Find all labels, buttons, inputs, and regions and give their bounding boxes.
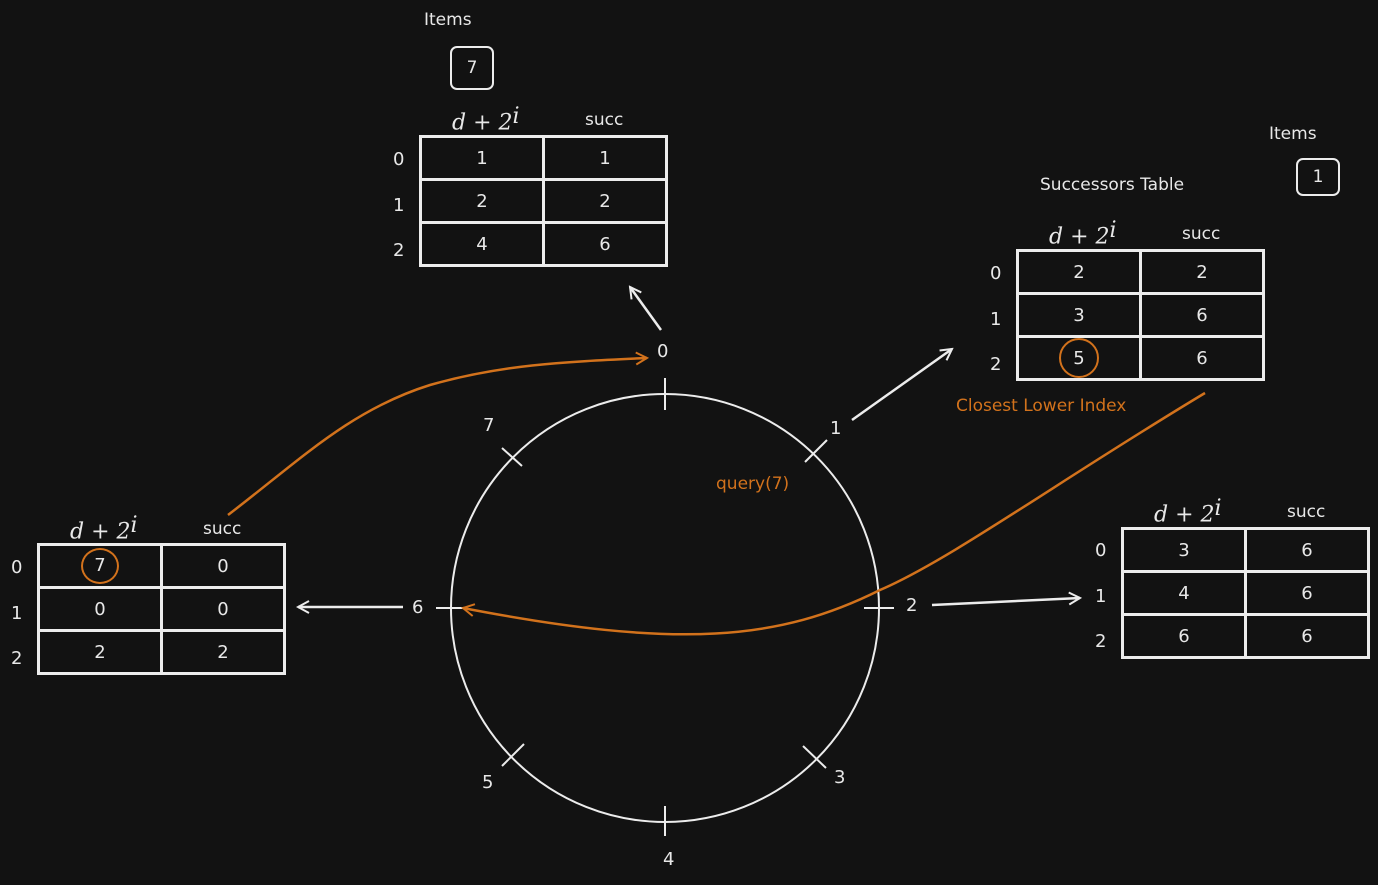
table-cell-highlighted: 5 (1016, 335, 1142, 381)
table-cell: 6 (1139, 292, 1265, 338)
ring-label-1: 1 (830, 418, 842, 439)
node1-row-index-1: 1 (990, 309, 1002, 330)
node6-row-index-1: 1 (11, 603, 23, 624)
table-cell: 2 (37, 629, 163, 675)
node0-row-index-0: 0 (393, 149, 405, 170)
ring-label-6: 6 (412, 597, 424, 618)
table-cell: 6 (1244, 527, 1370, 573)
ring-tick-7 (501, 447, 523, 467)
table-cell: 6 (1121, 613, 1247, 659)
query-key-highlight: 7 (81, 548, 119, 584)
table-cell: 2 (1139, 249, 1265, 295)
ring-tick-1 (804, 439, 828, 463)
table-cell: 1 (542, 135, 668, 181)
closest-lower-index-highlight: 5 (1059, 338, 1099, 378)
table-cell: 2 (1016, 249, 1142, 295)
node1-items-label: Items (1269, 124, 1317, 144)
table-cell-highlighted: 7 (37, 543, 163, 589)
table-cell: 6 (1244, 613, 1370, 659)
table-cell: 6 (1244, 570, 1370, 616)
node0-items-value: 7 (466, 58, 478, 78)
query-path-to-node0 (227, 358, 647, 516)
table-cell: 0 (37, 586, 163, 632)
ring-tick-5 (501, 743, 525, 767)
node0-row-index-2: 2 (393, 240, 405, 261)
ring-label-5: 5 (482, 772, 494, 793)
node1-row-index-0: 0 (990, 263, 1002, 284)
table-cell: 0 (160, 543, 286, 589)
arrow-node1-table (851, 349, 952, 422)
table-cell: 4 (419, 221, 545, 267)
node1-items-value: 1 (1312, 167, 1324, 187)
node6-row-index-0: 0 (11, 557, 23, 578)
node0-row-index-1: 1 (393, 195, 405, 216)
node6-row-index-2: 2 (11, 648, 23, 669)
node2-row-index-2: 2 (1095, 631, 1107, 652)
node6-header-succ: succ (203, 519, 242, 539)
table-cell: 2 (542, 178, 668, 224)
table-cell: 1 (419, 135, 545, 181)
arrow-node2-table (931, 598, 1080, 607)
node6-header-formula: d + 2i (70, 513, 138, 545)
node1-header-succ: succ (1182, 224, 1221, 244)
node1-header-formula: d + 2i (1049, 218, 1117, 250)
table-cell: 0 (160, 586, 286, 632)
node2-row-index-1: 1 (1095, 586, 1107, 607)
table-cell: 4 (1121, 570, 1247, 616)
query-label: query(7) (716, 474, 790, 494)
ring-label-3: 3 (834, 767, 846, 788)
table-cell: 6 (1139, 335, 1265, 381)
table-cell: 6 (542, 221, 668, 267)
ring-label-7: 7 (483, 415, 495, 436)
table-cell: 2 (419, 178, 545, 224)
node2-row-index-0: 0 (1095, 540, 1107, 561)
table-row: 7 0 (37, 543, 286, 589)
table-cell: 3 (1016, 292, 1142, 338)
ring-tick-3 (802, 745, 827, 769)
node0-items-box: 7 (450, 46, 494, 90)
node0-header-formula: d + 2i (452, 104, 520, 136)
ring-label-2: 2 (906, 595, 918, 616)
arrow-node0-table (630, 287, 663, 331)
table-row: 5 6 (1016, 335, 1265, 381)
node0-items-label: Items (424, 10, 472, 30)
query-path-to-node6 (463, 391, 1206, 636)
node1-items-box: 1 (1296, 158, 1340, 196)
table-cell: 3 (1121, 527, 1247, 573)
node1-row-index-2: 2 (990, 354, 1002, 375)
node2-header-formula: d + 2i (1154, 496, 1222, 528)
node2-header-succ: succ (1287, 502, 1326, 522)
node0-header-succ: succ (585, 110, 624, 130)
ring-label-4: 4 (663, 849, 675, 870)
closest-lower-index-label: Closest Lower Index (956, 396, 1127, 416)
table-cell: 2 (160, 629, 286, 675)
ring-label-0: 0 (657, 341, 669, 362)
successors-table-title: Successors Table (1040, 175, 1185, 195)
